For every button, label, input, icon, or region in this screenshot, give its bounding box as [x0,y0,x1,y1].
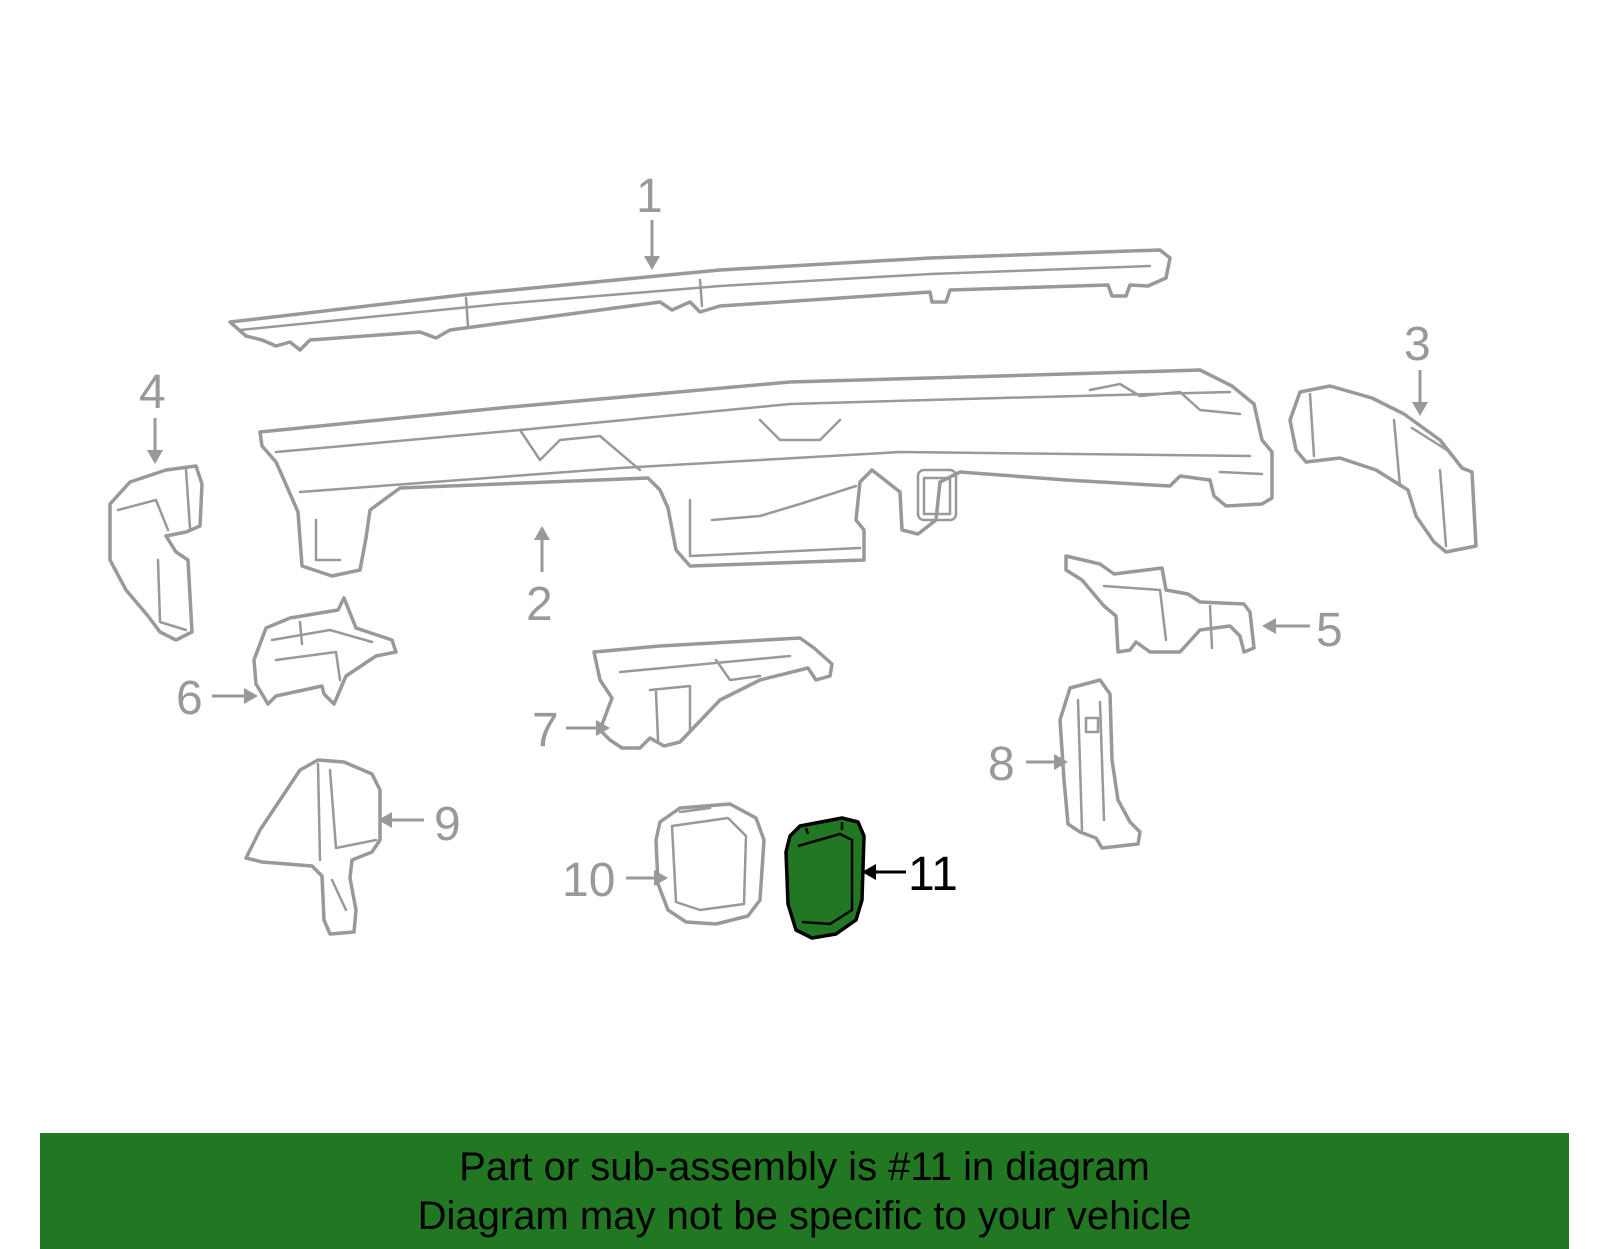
callout-5: 5 [1316,604,1343,657]
banner-line-1: Part or sub-assembly is #11 in diagram [459,1145,1150,1189]
callout-4: 4 [139,366,166,419]
part-3-right-duct[interactable] [1288,384,1478,554]
part-7-center-duct[interactable] [592,636,834,750]
banner-line-2: Diagram may not be specific to your vehi… [417,1194,1192,1238]
callout-9: 9 [434,798,461,851]
part-6-duct-section[interactable] [252,596,398,706]
callout-1: 1 [636,170,663,223]
callout-labels: 1 2 3 4 5 6 7 8 9 10 11 [139,170,1431,907]
callout-6: 6 [176,672,203,725]
callout-8: 8 [988,738,1015,791]
part-9-side-duct[interactable] [244,758,382,936]
part-10-outlet-housing[interactable] [654,802,766,926]
part-4-left-duct[interactable] [108,464,204,642]
callout-arrows [147,220,1428,886]
callout-7: 7 [532,704,559,757]
part-1-defroster-panel[interactable] [228,248,1172,352]
callout-11: 11 [908,848,958,901]
part-2-main-duct[interactable] [258,368,1274,578]
part-11-fill [784,816,866,940]
info-banner: Part or sub-assembly is #11 in diagram D… [40,1133,1569,1249]
part-11-highlighted-cover[interactable] [784,816,866,940]
callout-3: 3 [1404,318,1431,371]
part-5-duct-bracket[interactable] [1064,554,1256,654]
callout-10: 10 [562,854,615,907]
part-8-vertical-duct[interactable] [1058,678,1142,850]
callout-2: 2 [526,578,553,631]
